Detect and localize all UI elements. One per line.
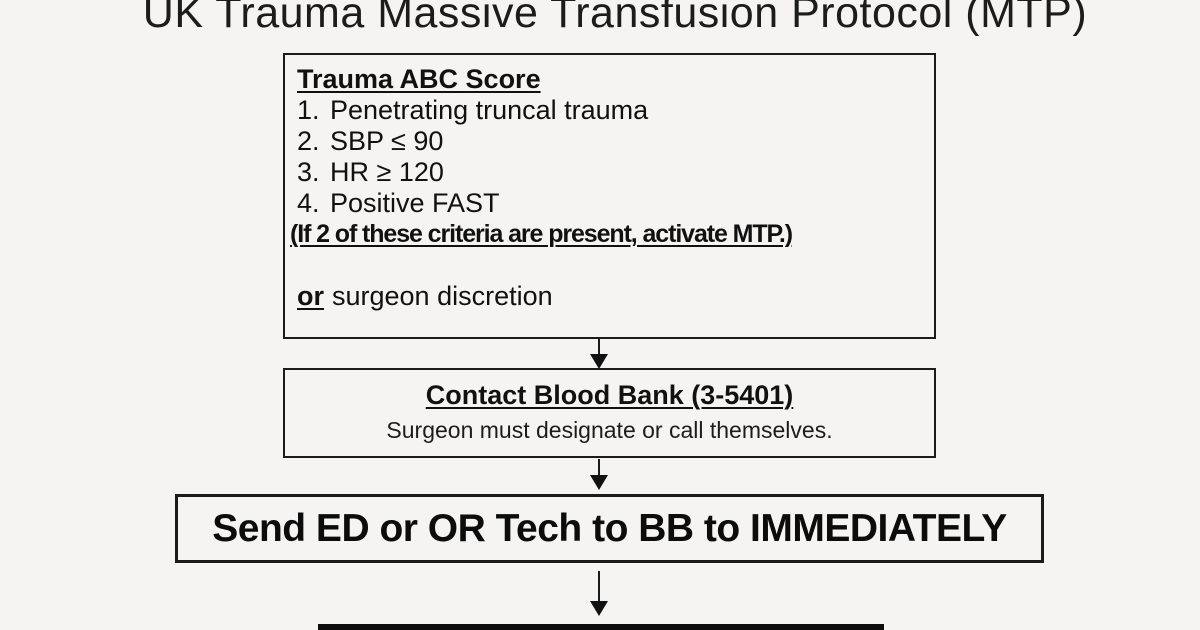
criteria-item-1-text: Penetrating truncal trauma — [330, 95, 649, 125]
arrow-head-icon — [590, 601, 608, 616]
arrow-tail — [598, 571, 600, 601]
trauma-box-heading: Trauma ABC Score — [297, 64, 541, 94]
criteria-item-1: 1. Penetrating truncal trauma — [297, 95, 922, 126]
next-box-cutoff-border — [318, 624, 884, 630]
contact-blood-bank-box: Contact Blood Bank (3-5401) Surgeon must… — [283, 368, 936, 458]
surgeon-discretion-line: or surgeon discretion — [297, 281, 922, 312]
contact-box-subtext: Surgeon must designate or call themselve… — [386, 417, 833, 443]
contact-box-heading: Contact Blood Bank (3-5401) — [425, 380, 794, 410]
surgeon-discretion-text: surgeon discretion — [332, 281, 553, 311]
criteria-item-3-text: HR ≥ 120 — [330, 157, 444, 187]
flow-arrow-down-1 — [590, 339, 608, 369]
arrow-tail — [598, 459, 600, 475]
trauma-abc-score-box: Trauma ABC Score 1. Penetrating truncal … — [283, 53, 936, 339]
criteria-item-2-number: 2. — [297, 126, 320, 156]
criteria-item-4-text: Positive FAST — [330, 188, 500, 218]
or-label: or — [297, 281, 324, 311]
flow-arrow-down-3 — [590, 571, 608, 616]
page-title: UK Trauma Massive Transfusion Protocol (… — [142, 0, 1088, 37]
arrow-head-icon — [590, 475, 608, 490]
send-tech-box: Send ED or OR Tech to BB to IMMEDIATELY — [175, 494, 1044, 563]
arrow-head-icon — [590, 354, 608, 369]
blank-line-spacer — [297, 250, 922, 281]
criteria-item-1-number: 1. — [297, 95, 320, 125]
criteria-item-4: 4. Positive FAST — [297, 188, 922, 219]
criteria-item-4-number: 4. — [297, 188, 320, 218]
flow-arrow-down-2 — [590, 459, 608, 490]
criteria-item-3-number: 3. — [297, 157, 320, 187]
arrow-tail — [598, 339, 600, 354]
criteria-item-3: 3. HR ≥ 120 — [297, 157, 922, 188]
mtp-activation-note: (If 2 of these criteria are present, act… — [290, 220, 793, 248]
send-tech-label: Send ED or OR Tech to BB to IMMEDIATELY — [212, 506, 1007, 550]
criteria-item-2: 2. SBP ≤ 90 — [297, 126, 922, 157]
criteria-item-2-text: SBP ≤ 90 — [330, 126, 444, 156]
